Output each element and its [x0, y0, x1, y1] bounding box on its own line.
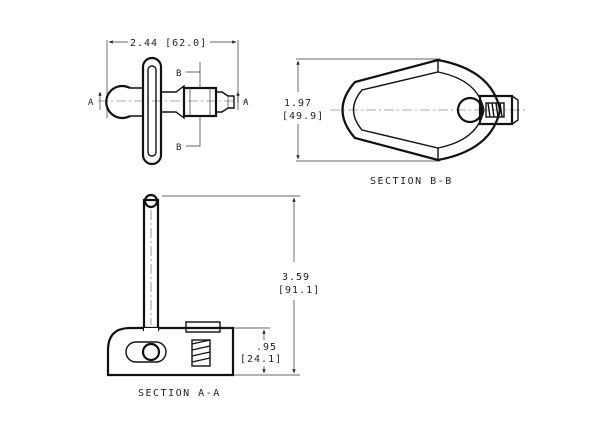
pin-spring-cavity — [485, 102, 505, 118]
loop-inner — [352, 71, 485, 149]
screw-cavity — [191, 339, 211, 367]
knob-end — [216, 91, 235, 113]
aa-base-mm: [24.1] — [240, 354, 282, 365]
aa-base-in: .95 — [256, 342, 277, 353]
section-a-label-left: A — [88, 98, 94, 108]
pin-ball — [456, 96, 484, 124]
section-b-label-top: B — [176, 69, 181, 79]
pin-cap — [511, 95, 519, 125]
top-pad — [185, 321, 221, 333]
bb-height-mm: [49.9] — [282, 111, 324, 122]
section-b-label-bottom: B — [176, 143, 181, 153]
bb-caption: SECTION B-B — [370, 176, 453, 187]
aa-caption: SECTION A-A — [138, 388, 221, 399]
pin-housing — [478, 94, 514, 126]
aa-height-in: 3.59 — [282, 272, 310, 283]
loop-outer — [341, 58, 502, 162]
pin-cavity — [125, 341, 167, 363]
pin-section — [141, 342, 161, 362]
ring-handle — [141, 56, 163, 166]
rod-end — [143, 193, 159, 209]
ring-handle-inner — [147, 65, 157, 157]
section-b-line-bottom — [186, 116, 201, 147]
aa-height-mm: [91.1] — [278, 285, 320, 296]
body-collar — [161, 84, 185, 120]
section-a-label-right: A — [243, 98, 249, 108]
base-body — [106, 326, 235, 377]
section-aa: 3.59 [91.1] .95 [24.1] SECTION A-A — [106, 193, 320, 399]
section-b-line-top — [186, 71, 201, 88]
section-bb: 1.97 [49.9] SECTION B-B — [282, 58, 528, 187]
top-view: 2.44 [62.0] A A B B — [88, 38, 249, 166]
bb-height-in: 1.97 — [284, 98, 312, 109]
ball-end — [105, 84, 131, 120]
body-block — [182, 86, 218, 118]
width-dimension: 2.44 [62.0] — [130, 38, 207, 49]
spring-icon — [487, 102, 503, 118]
set-screw-icon — [191, 339, 211, 363]
